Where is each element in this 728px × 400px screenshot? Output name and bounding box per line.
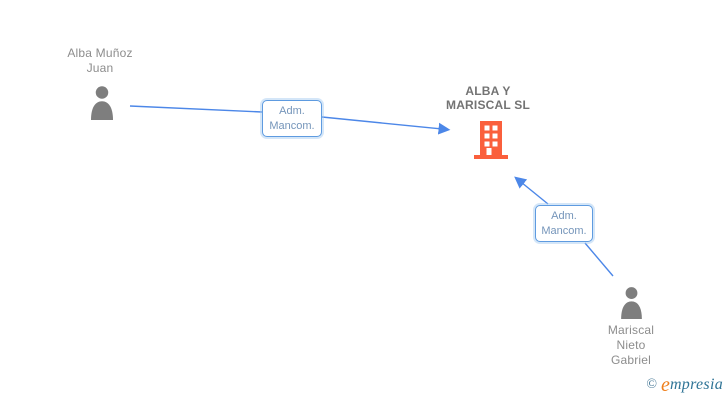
edge1-line-start — [129, 105, 263, 113]
edge1-relation-label-line2: Mancom. — [269, 119, 315, 132]
brand-text: mpresia — [669, 376, 723, 393]
person2-name: Mariscal Nieto Gabriel — [581, 323, 681, 368]
company-name-line2: MARISCAL SL — [446, 98, 530, 112]
brand-initial: e — [661, 373, 670, 396]
person-icon — [617, 286, 646, 319]
person1-name: Alba Muñoz Juan — [40, 46, 160, 76]
person1-name-line2: Juan — [86, 61, 114, 75]
edge2-relation-label-line1: Adm. — [551, 209, 577, 222]
edge2-relation-label-box: Adm. Mancom. — [535, 205, 593, 242]
company-name: ALBA Y MARISCAL SL — [428, 84, 548, 112]
edge1-relation-label-line1: Adm. — [279, 104, 305, 117]
edge2-line-start — [584, 242, 614, 277]
person-icon — [87, 85, 117, 120]
person2-name-line3: Gabriel — [610, 353, 652, 367]
person2-name-line1: Mariscal — [607, 323, 655, 337]
copyright-icon: © — [646, 377, 658, 392]
edge1-relation-label-box: Adm. Mancom. — [262, 100, 322, 137]
person1-name-line1: Alba Muñoz — [67, 46, 133, 60]
brand-watermark: © e mpresia — [646, 374, 723, 396]
edge2-relation-label-line2: Mancom. — [541, 224, 587, 237]
person2-name-line2: Nieto — [616, 338, 646, 352]
edge2-line-arrow — [514, 176, 549, 205]
edge1-line-arrow — [321, 116, 451, 135]
building-icon — [474, 121, 508, 159]
company-name-line1: ALBA Y — [465, 84, 511, 98]
